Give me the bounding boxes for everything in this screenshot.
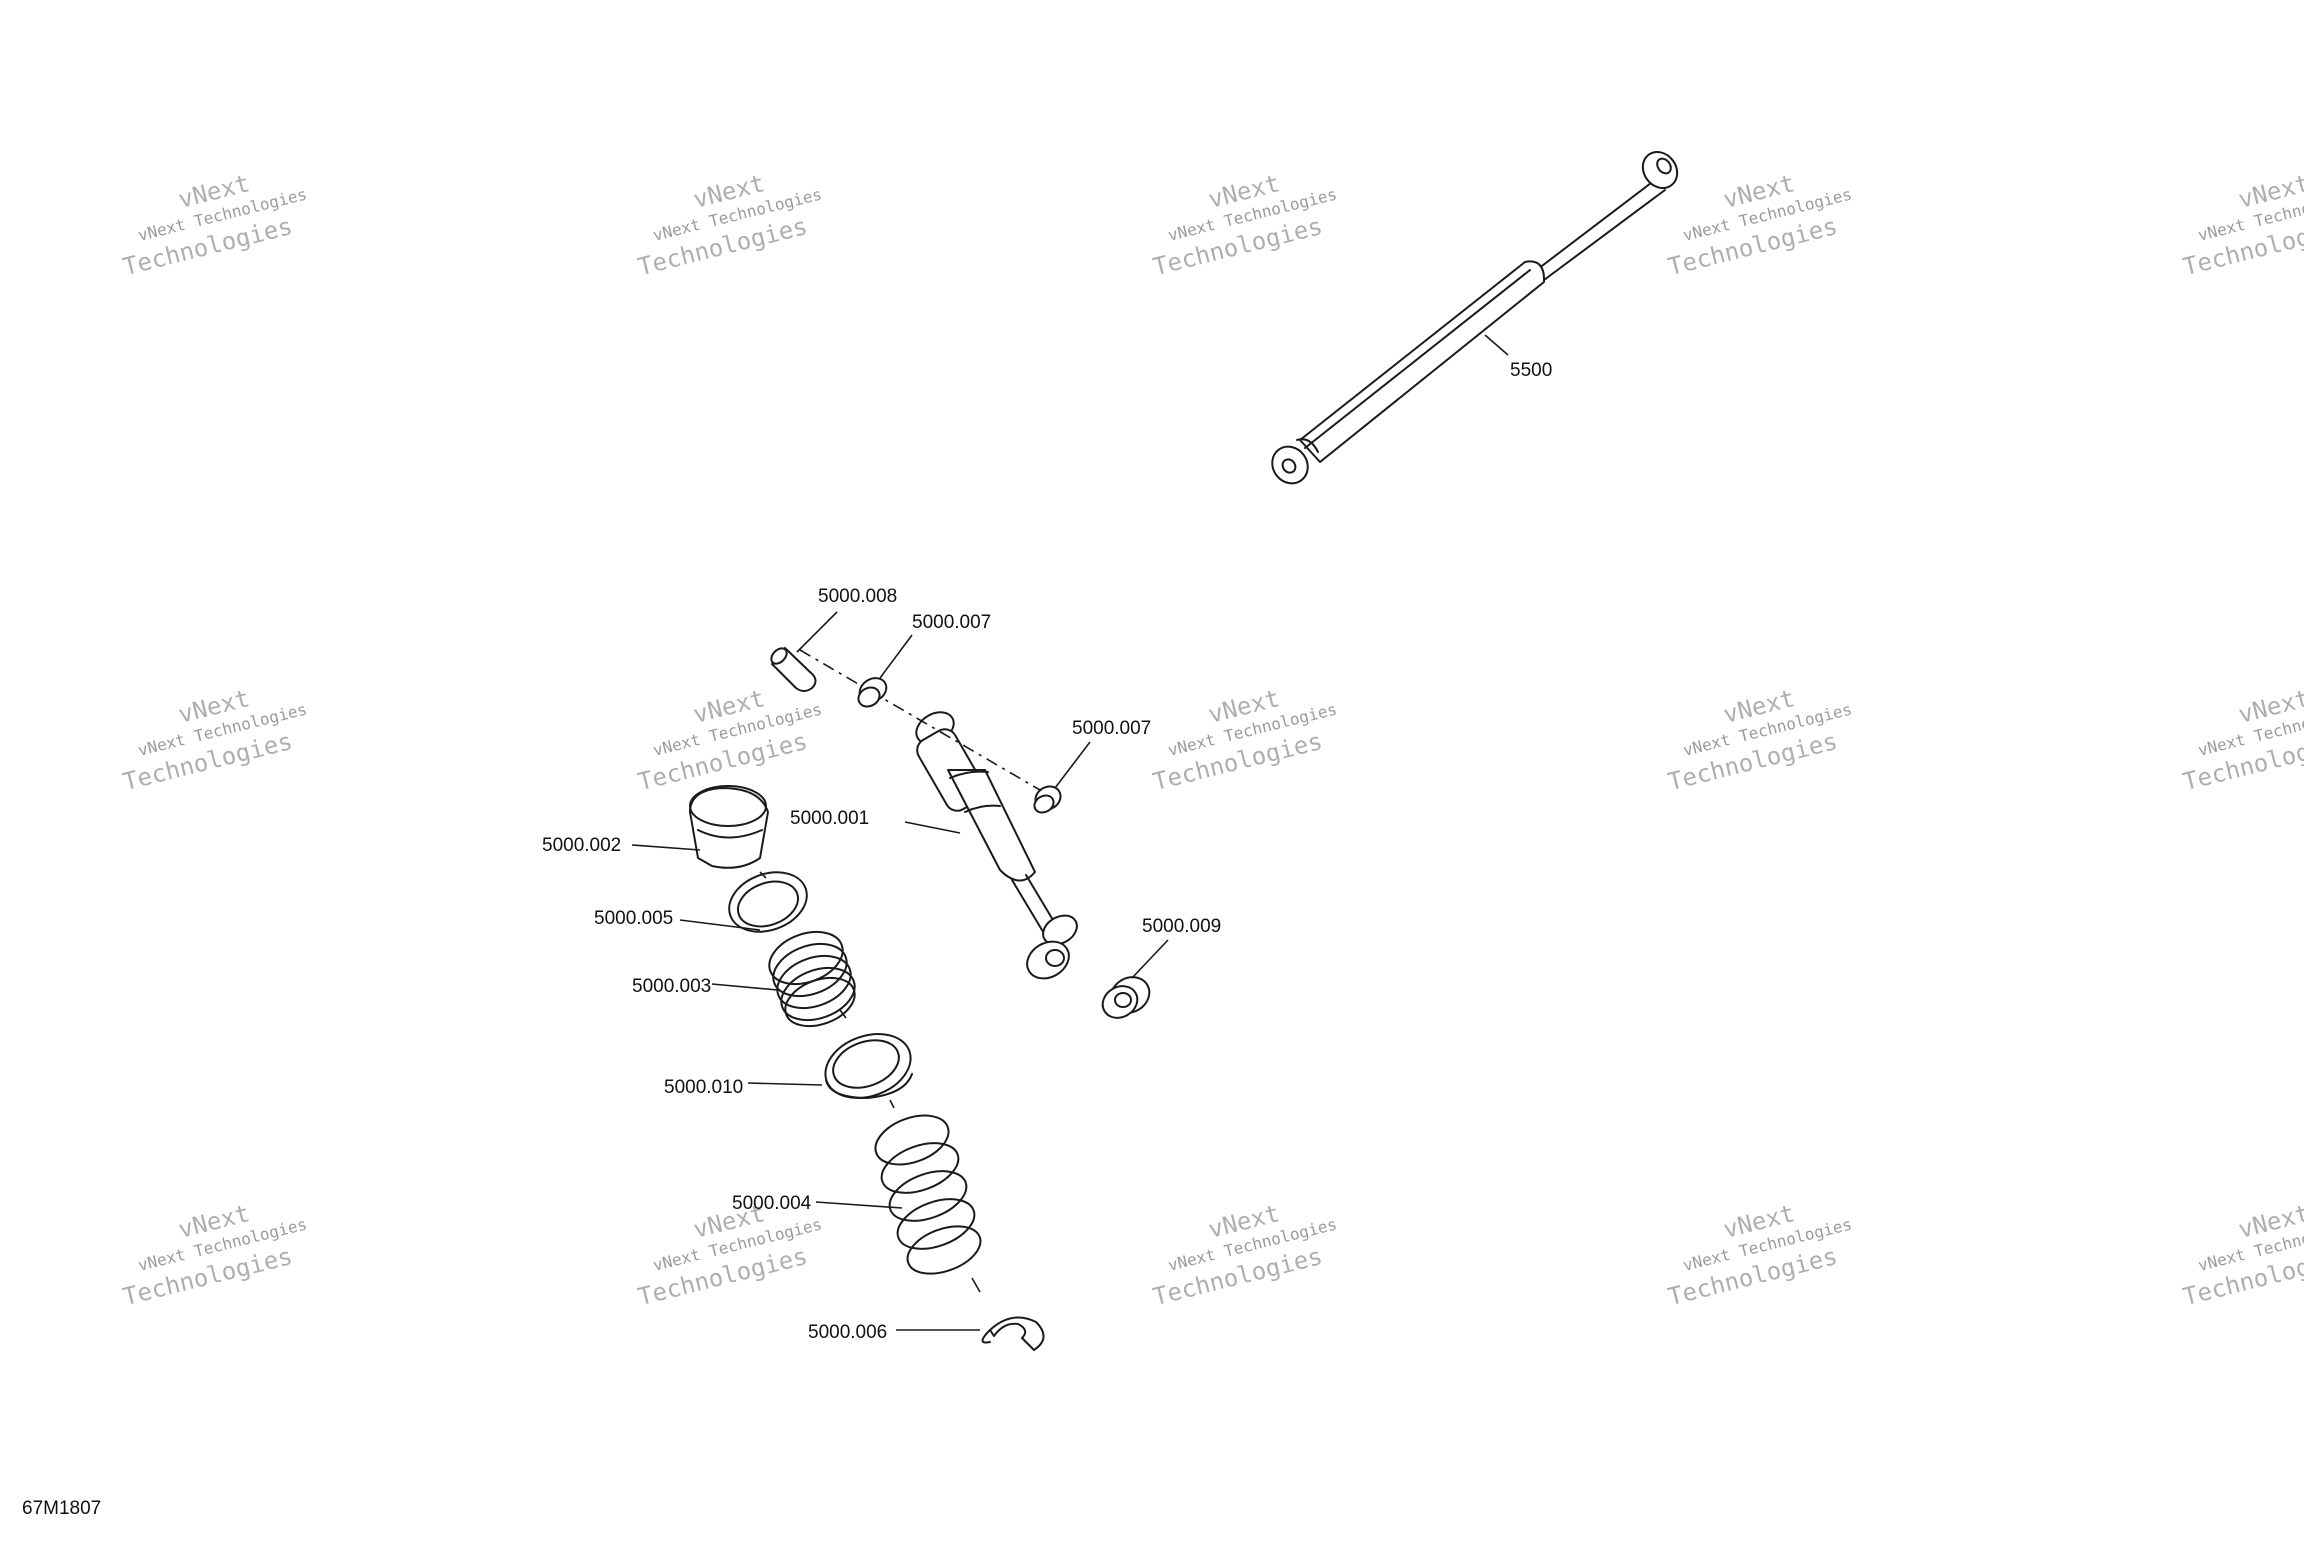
callout-5000-010: 5000.010 [664,1077,743,1098]
sleeve-5000-008 [770,611,838,692]
callout-5000-009: 5000.009 [1142,916,1221,937]
gas-strut-5500 [1271,151,1679,485]
bushing-5000-007-right [1033,741,1091,814]
shock-absorber-5000-001 [904,711,1078,980]
bushing-5000-007-top [857,634,913,708]
callout-5000-007-top: 5000.007 [912,612,991,633]
drawing-id: 67M1807 [22,1498,101,1519]
coil-spring-5000-004 [815,1114,982,1275]
callout-5000-005: 5000.005 [594,908,673,929]
callout-5000-002: 5000.002 [542,835,621,856]
callout-5000-001: 5000.001 [790,808,869,829]
callout-5000-008: 5000.008 [818,586,897,607]
spring-spacer-5000-003 [711,930,856,1028]
bushing-5000-009 [1101,939,1169,1019]
callout-5000-004: 5000.004 [732,1193,812,1214]
washer-5000-005 [679,871,808,933]
spring-cap-5000-002 [631,785,769,869]
callout-5000-006: 5000.006 [808,1322,887,1343]
callout-5000-007-right: 5000.007 [1072,718,1151,739]
callout-5500: 5500 [1510,360,1552,381]
mounting-axis [799,649,1041,791]
adjuster-ring-5000-010 [747,1033,913,1099]
callout-5000-003: 5000.003 [632,976,711,997]
retaining-clip-5000-006 [896,1316,1045,1351]
